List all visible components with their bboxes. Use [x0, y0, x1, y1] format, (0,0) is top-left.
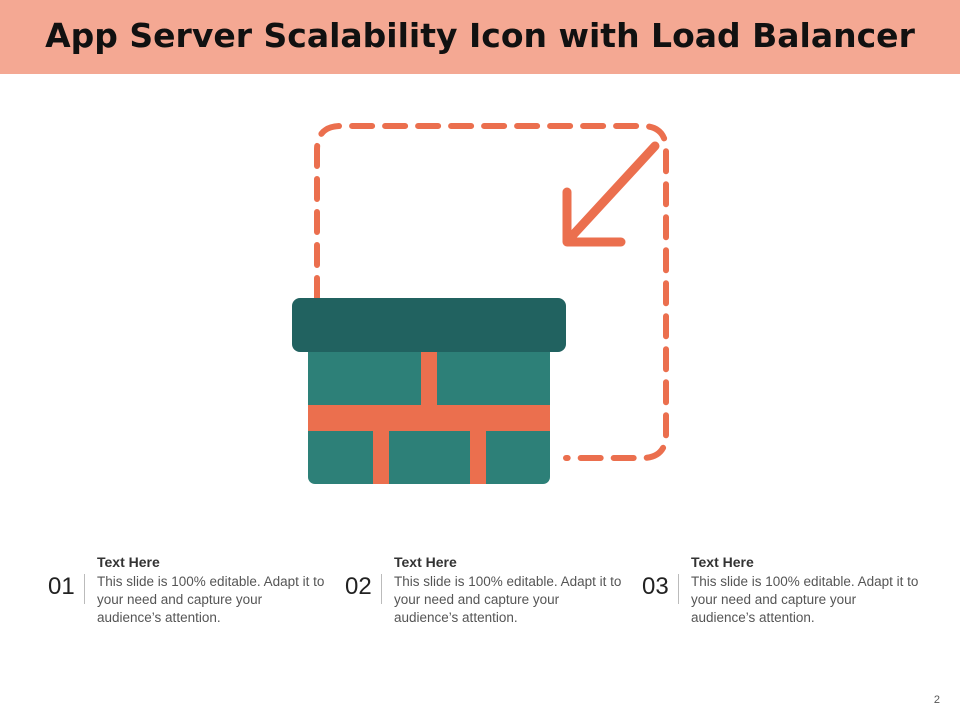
server-top	[292, 298, 566, 352]
point-01: 01 Text Here This slide is 100% editable…	[48, 552, 338, 642]
server-brick-line-bottom-right	[470, 430, 486, 484]
point-divider	[84, 574, 85, 604]
point-description: This slide is 100% editable. Adapt it to…	[97, 574, 325, 625]
point-heading: Text Here	[394, 554, 457, 570]
server-brick-line-top	[421, 340, 437, 406]
slide-title: App Server Scalability Icon with Load Ba…	[45, 16, 915, 55]
point-heading: Text Here	[691, 554, 754, 570]
server-brick-line-horizontal	[308, 405, 550, 431]
point-number: 01	[48, 573, 75, 600]
page-number: 2	[933, 694, 940, 706]
point-divider	[678, 574, 679, 604]
point-divider	[381, 574, 382, 604]
point-number: 03	[642, 573, 669, 600]
point-03: 03 Text Here This slide is 100% editable…	[642, 552, 932, 642]
point-description: This slide is 100% editable. Adapt it to…	[394, 574, 622, 625]
server-icon	[292, 298, 566, 484]
server-brick-line-bottom-left	[373, 430, 389, 484]
point-heading: Text Here	[97, 554, 160, 570]
point-02: 02 Text Here This slide is 100% editable…	[345, 552, 635, 642]
header-bar	[0, 0, 960, 74]
scale-down-arrow-icon	[562, 141, 660, 247]
point-number: 02	[345, 573, 372, 600]
point-description: This slide is 100% editable. Adapt it to…	[691, 574, 919, 625]
scale-frame-dashed	[314, 123, 669, 461]
